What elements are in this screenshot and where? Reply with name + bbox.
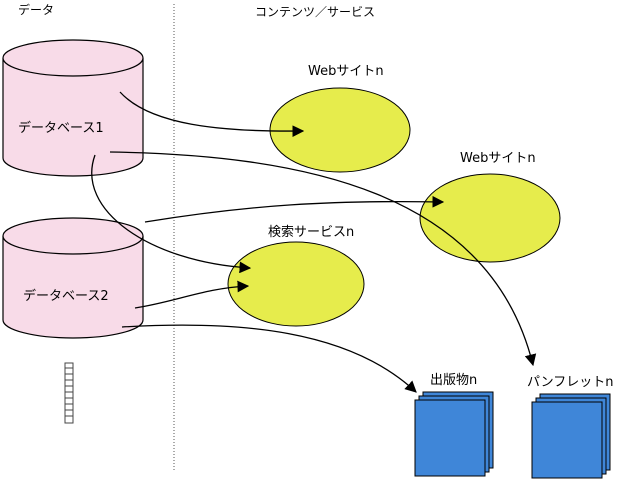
arrow-db2-to-publications [121,324,417,393]
search-service-label: 検索サービスn [268,225,354,240]
arrow-db1-to-web1 [119,91,305,137]
content-column-header: コンテンツ／サービス [255,5,375,19]
arrow-db1-to-pamphlet [109,151,537,367]
database-2: データベース2 [2,217,144,339]
database-1: データベース1 [2,39,144,177]
publications-document: 出版物n [414,373,494,477]
database-1-label: データベース1 [18,120,104,136]
arrow-db2-to-search [134,280,250,309]
publications-label: 出版物n [430,373,477,388]
pamphlet-document: パンフレットn [527,375,614,479]
web-site-1-label: Webサイトn [308,64,384,79]
web-site-1: Webサイトn [269,64,411,173]
connectors [91,91,537,393]
pamphlet-label: パンフレットn [527,375,614,390]
web-site-2-label: Webサイトn [460,151,536,166]
database-2-label: データベース2 [23,288,109,304]
arrow-db1-to-search [91,154,252,274]
arrow-db2-to-web2 [144,195,445,223]
web-site-2: Webサイトn [419,151,561,263]
data-column-header: データ [18,2,54,17]
search-service: 検索サービスn [227,225,365,327]
scroll-indicator [64,362,74,424]
